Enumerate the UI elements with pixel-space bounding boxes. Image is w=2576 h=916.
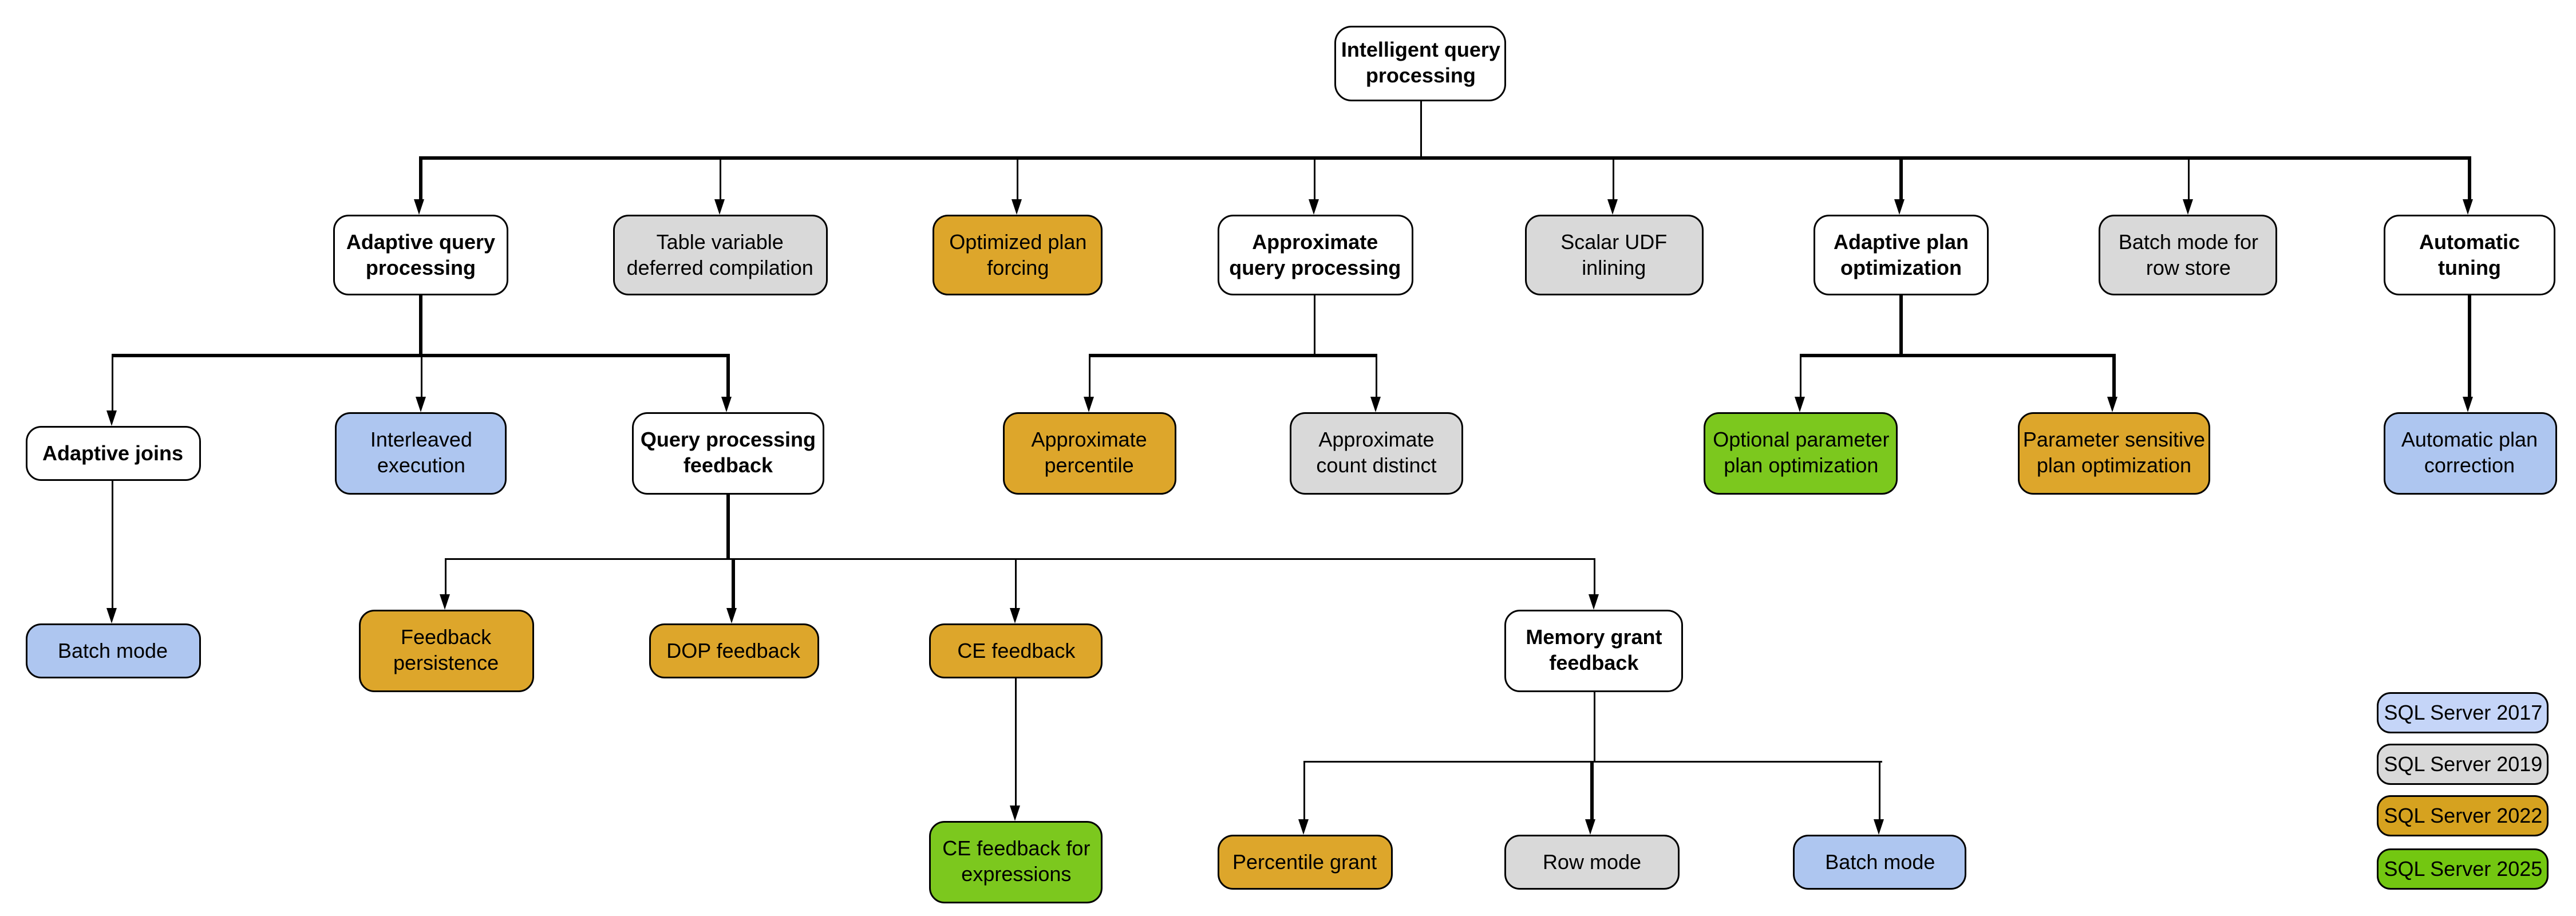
arrowhead (2463, 396, 2474, 412)
connector-line (1303, 760, 1882, 763)
node-percentile-grant: Percentile grant (1217, 835, 1393, 890)
node-scalar-udf-inlining: Scalar UDF inlining (1525, 215, 1703, 295)
connector-line (1017, 158, 1020, 200)
arrowhead (1309, 198, 1319, 214)
arrowhead (1082, 396, 1093, 412)
arrowhead (2182, 198, 2192, 214)
connector-line (420, 356, 422, 398)
arrowhead (1607, 198, 1618, 214)
legend-sql-server-2017: SQL Server 2017 (2377, 692, 2549, 734)
node-batch-mode-for-row-store: Batch mode for row store (2099, 215, 2278, 295)
arrowhead (1874, 818, 1884, 834)
connector-line (1899, 294, 1903, 357)
arrowhead (414, 198, 425, 214)
connector-line (718, 158, 721, 200)
connector-line (1593, 558, 1595, 596)
node-approximate-count-distinct: Approximate count distinct (1290, 412, 1463, 495)
arrowhead (1585, 818, 1596, 834)
node-dop-feedback: DOP feedback (648, 623, 819, 679)
node-row-mode: Row mode (1504, 835, 1680, 890)
node-ce-feedback: CE feedback (929, 623, 1103, 679)
legend-sql-server-2019: SQL Server 2019 (2377, 744, 2549, 785)
connector-line (1303, 761, 1306, 820)
arrowhead (1010, 607, 1021, 623)
connector-line (1613, 158, 1615, 200)
node-approximate-query-processing: Approximate query processing (1218, 215, 1413, 295)
connector-line (1314, 158, 1317, 200)
connector-line (1590, 761, 1594, 820)
node-optional-parameter-plan-optimization: Optional parameter plan optimization (1704, 412, 1898, 495)
node-parameter-sensitive-plan-optimization: Parameter sensitive plan optimization (2018, 412, 2210, 495)
connector-line (2187, 158, 2190, 200)
node-approximate-percentile: Approximate percentile (1002, 412, 1176, 495)
legend-sql-server-2025: SQL Server 2025 (2377, 848, 2549, 890)
arrowhead (1587, 594, 1598, 610)
connector-line (112, 354, 730, 357)
node-adaptive-joins: Adaptive joins (25, 426, 201, 481)
connector-line (112, 356, 114, 412)
arrowhead (2107, 396, 2118, 412)
connector-line (2468, 294, 2471, 398)
node-feedback-persistence: Feedback persistence (358, 610, 534, 693)
node-table-variable-deferred-compilation: Table variable deferred compilation (612, 215, 828, 295)
node-adaptive-query-processing: Adaptive query processing (333, 215, 508, 295)
connector-line (1088, 354, 1378, 357)
connector-line (445, 558, 448, 596)
arrowhead (1010, 804, 1021, 820)
node-query-processing-feedback: Query processing feedback (632, 412, 824, 495)
node-intelligent-query-processing: Intelligent query processing (1334, 26, 1507, 101)
node-automatic-tuning: Automatic tuning (2384, 215, 2555, 295)
arrowhead (721, 396, 732, 412)
arrowhead (440, 594, 450, 610)
connector-line (2468, 158, 2471, 200)
connector-line (1800, 356, 1803, 398)
legend-sql-server-2022: SQL Server 2022 (2377, 795, 2549, 837)
connector-line (1800, 354, 2116, 357)
connector-line (2112, 356, 2116, 398)
connector-line (1015, 558, 1018, 610)
arrowhead (414, 396, 425, 412)
node-batch-mode-adaptive-joins: Batch mode (25, 623, 201, 679)
connector-line (1593, 690, 1595, 763)
connector-line (445, 557, 1595, 560)
arrowhead (2463, 198, 2474, 214)
arrowhead (1894, 198, 1905, 214)
arrowhead (106, 410, 117, 426)
arrowhead (1012, 198, 1022, 214)
arrowhead (713, 198, 724, 214)
arrowhead (1298, 818, 1309, 834)
arrowhead (1370, 396, 1381, 412)
connector-line (726, 356, 730, 398)
connector-line (732, 558, 735, 610)
connector-line (1879, 761, 1882, 820)
arrowhead (106, 607, 117, 623)
connector-line (1088, 356, 1091, 398)
connector-line (1015, 677, 1018, 807)
connector-line (419, 156, 2471, 160)
arrowhead (1795, 396, 1805, 412)
node-memory-grant-feedback: Memory grant feedback (1504, 610, 1684, 693)
node-optimized-plan-forcing: Optimized plan forcing (933, 215, 1103, 295)
connector-line (726, 493, 730, 560)
node-adaptive-plan-optimization: Adaptive plan optimization (1814, 215, 1989, 295)
connector-line (1899, 158, 1903, 200)
node-automatic-plan-correction: Automatic plan correction (2383, 412, 2557, 495)
node-ce-feedback-for-expressions: CE feedback for expressions (929, 821, 1103, 903)
connector-line (1314, 294, 1317, 357)
connector-line (419, 294, 422, 357)
arrowhead (726, 607, 737, 623)
connector-line (1419, 100, 1422, 160)
connector-line (419, 158, 422, 200)
node-batch-mode-memory-grant: Batch mode (1793, 835, 1967, 890)
node-interleaved-execution: Interleaved execution (335, 412, 507, 495)
connector-line (1375, 356, 1378, 398)
connector-line (112, 479, 114, 610)
